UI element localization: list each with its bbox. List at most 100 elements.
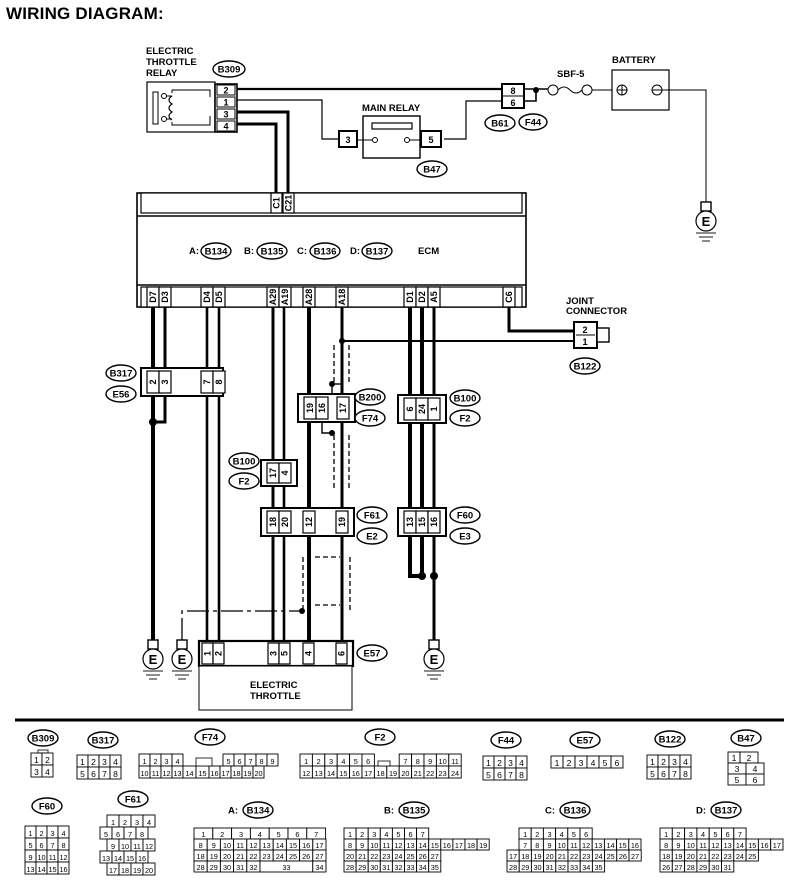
legend-cell-label: 3 xyxy=(672,757,677,767)
b317-e56-pin-8: 8 xyxy=(212,370,226,394)
legend-cell xyxy=(428,860,442,873)
legend-cell-label: 11 xyxy=(699,841,707,850)
b200-f74-pin-16: 16 xyxy=(315,396,329,420)
b47-tag xyxy=(416,160,448,178)
ecm-ref-B134-oval xyxy=(200,242,232,260)
legend-cell-label: 35 xyxy=(431,863,439,872)
legend-cell-label: 8 xyxy=(416,757,420,766)
fuse-terminal-icon xyxy=(581,84,593,96)
ecm-pin-D5: D5 xyxy=(212,286,226,308)
legend-cell-label: 3 xyxy=(102,757,107,767)
ecm-pin-C1-cell xyxy=(270,192,283,214)
legend-cell xyxy=(57,861,70,875)
legend-cell-label: 5 xyxy=(104,830,108,839)
b100-f2-right-tag-B100-oval xyxy=(449,389,481,407)
f60-e3-pin-15: 15 xyxy=(415,510,429,534)
f60-e3-tag-F60-oval xyxy=(449,506,481,524)
b122-latch xyxy=(596,327,610,343)
legend-cell-label: 11 xyxy=(383,841,391,850)
legend-cell-label: 5 xyxy=(277,830,281,839)
legend-cell-label: 18 xyxy=(662,852,670,861)
legend-cell-label: 26 xyxy=(619,852,627,861)
electric-throttle-body xyxy=(198,665,353,711)
ecm-pin-D3-label: D3 xyxy=(160,291,170,303)
legend-cell-label: 4 xyxy=(341,757,345,766)
legend-cell-label: 8 xyxy=(535,841,539,850)
b100-f2-right-pin-6: 6 xyxy=(403,397,417,421)
legend-cell xyxy=(610,755,624,769)
legend-tag-E57: E57 xyxy=(569,731,601,749)
legend-cell-label: 14 xyxy=(185,769,193,778)
legend-cell-label: 9 xyxy=(270,757,274,766)
legend-cell-label: 1 xyxy=(664,830,668,839)
legend-cell-label: 3 xyxy=(135,818,139,827)
f60-e3-tag-E3-oval xyxy=(449,527,481,545)
legend-cell-label: 3 xyxy=(164,757,168,766)
legend-cell xyxy=(41,764,54,778)
fuse-icon xyxy=(557,86,583,94)
b309-pin-1 xyxy=(216,96,236,108)
e57-pin-6-label: 6 xyxy=(337,651,347,656)
legend-cell-label: 2 xyxy=(153,757,157,766)
legend-cell xyxy=(142,838,156,852)
e57-pin-3-label: 3 xyxy=(269,651,279,656)
relay-label-line3: RELAY xyxy=(146,68,178,79)
f60-e3-tag-E3-text: E3 xyxy=(459,532,471,543)
legend-tag-B136-text: B136 xyxy=(564,806,587,817)
legend-cell-label: 3 xyxy=(508,758,513,768)
legend-cell-label: 1 xyxy=(304,757,308,766)
f44-tag-text: F44 xyxy=(525,118,542,129)
b100-f2-left-tag-F2-text: F2 xyxy=(238,477,249,488)
legend-cell-label: 17 xyxy=(773,841,781,850)
f60-e3-pin-16-label: 16 xyxy=(429,517,439,527)
legend-cell-label: 14 xyxy=(114,854,122,863)
b100-f2-right-tag-F2: F2 xyxy=(449,409,481,427)
main-relay-pin3 xyxy=(338,130,358,148)
legend-cell-label: 3 xyxy=(329,757,333,766)
b100-f2-left-tag-F2-oval xyxy=(228,472,260,490)
legend-cell-label: 11 xyxy=(49,853,57,862)
b317-e56-tag-B317-text: B317 xyxy=(110,369,133,380)
b200-f74-pin-16-cell xyxy=(315,396,329,420)
legend-cell-label: 5 xyxy=(80,769,85,779)
ecm-ref-B136: B136 xyxy=(309,242,341,260)
legend-cell-label: 4 xyxy=(147,818,151,827)
legend-cell-label: 12 xyxy=(249,841,257,850)
main-relay-terminal-icon xyxy=(404,137,410,143)
b317-e56-pin-2-label: 2 xyxy=(148,379,158,384)
legend-cell-label: 5 xyxy=(713,830,717,839)
b100-f2-right-tag-F2-oval xyxy=(449,409,481,427)
legend-cell xyxy=(721,860,735,873)
b200-f74-pin-16-label: 16 xyxy=(317,403,327,413)
f61-e2-pin-18-label: 18 xyxy=(268,517,278,527)
b100-f2-right-tag-B100: B100 xyxy=(449,389,481,407)
legend-cell-label: 1 xyxy=(486,758,491,768)
legend-cell-label: 5 xyxy=(650,769,655,779)
ecm-pin-C21-cell xyxy=(282,192,295,214)
legend-tag-F61: F61 xyxy=(117,790,149,808)
legend-cell-label: 24 xyxy=(451,769,459,778)
ecm-pin-D7-label: D7 xyxy=(148,291,158,303)
ecm-pin-C6: C6 xyxy=(502,286,516,308)
legend-cell-label: 30 xyxy=(533,863,541,872)
legend-cell-label: 10 xyxy=(121,842,129,851)
b122-pin1: 1 xyxy=(582,337,587,347)
joint-connector-label-line2: CONNECTOR xyxy=(566,306,627,317)
ground-label: E xyxy=(178,652,187,667)
legend-cell-label: 24 xyxy=(276,852,284,861)
ecm-pin-D3: D3 xyxy=(158,286,172,308)
b200-f74-pin-17: 17 xyxy=(336,396,350,420)
legend-cell-label: 6 xyxy=(726,830,730,839)
legend-cell-label: 29 xyxy=(521,863,529,872)
legend-cell-label: 1 xyxy=(555,758,560,768)
b47-tag-text: B47 xyxy=(423,165,440,176)
legend-cell-label: 31 xyxy=(382,863,390,872)
ground-icon: E xyxy=(171,639,193,680)
legend-cell-label: 15 xyxy=(198,769,206,778)
legend-cell-label: 30 xyxy=(223,863,231,872)
b200-f74-tag-B200-text: B200 xyxy=(359,393,382,404)
